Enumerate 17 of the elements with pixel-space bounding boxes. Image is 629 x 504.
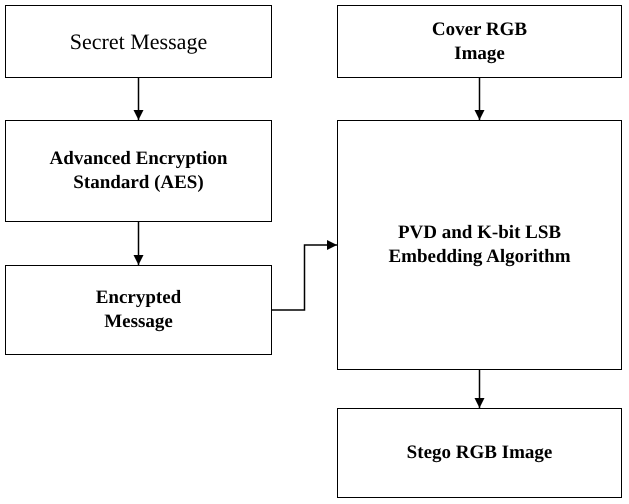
arrow — [272, 240, 337, 311]
arrow — [474, 78, 484, 120]
process-box — [337, 120, 622, 370]
arrow — [474, 370, 484, 408]
box-label: PVD and K-bit LSB Embedding Algorithm — [387, 221, 572, 269]
box-label: Stego RGB Image — [406, 441, 552, 465]
box-label: Cover RGB Image — [430, 18, 528, 66]
box-label: Advanced Encryption Standard (AES) — [48, 147, 228, 195]
process-box — [337, 408, 622, 498]
process-box — [5, 5, 272, 78]
box-label: Encrypted Message — [94, 286, 182, 334]
arrow — [134, 222, 144, 265]
process-box — [5, 120, 272, 222]
box-label: Secret Message — [70, 28, 208, 56]
process-box — [337, 5, 622, 78]
process-box — [5, 265, 272, 355]
arrow — [134, 78, 144, 120]
